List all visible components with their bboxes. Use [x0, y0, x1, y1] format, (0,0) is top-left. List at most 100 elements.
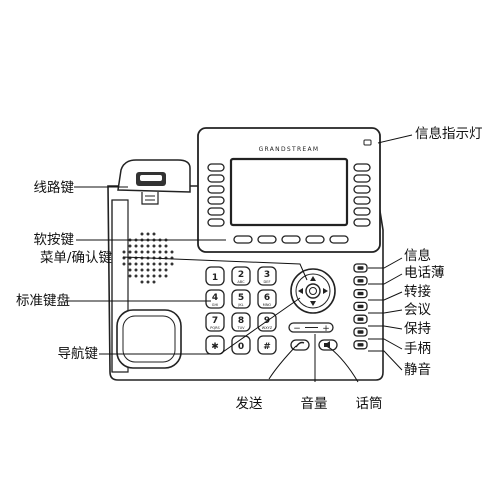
key-letters: WXYZ — [262, 326, 273, 330]
line-key-right[interactable] — [353, 207, 371, 216]
line-key-right[interactable] — [353, 196, 371, 205]
phonebook-button[interactable] — [353, 276, 368, 286]
keypad-key-star[interactable]: ✱ — [205, 335, 225, 355]
grille-hole — [164, 244, 168, 248]
label-message-indicator: 信息指示灯 — [415, 126, 483, 142]
mute-icon — [357, 343, 364, 347]
conference-icon — [357, 304, 364, 309]
label-soft-keys: 软按键 — [33, 232, 75, 248]
hold-button[interactable] — [353, 314, 368, 324]
grille-hole — [170, 250, 174, 254]
nav-down-icon[interactable] — [310, 301, 316, 306]
label-volume: 音量 — [300, 396, 328, 412]
menu-ok-button[interactable] — [305, 283, 321, 299]
handset-small-icon — [295, 341, 305, 348]
label-phonebook: 电话薄 — [404, 265, 445, 281]
key-digit: 6 — [264, 293, 270, 303]
soft-keys — [233, 235, 349, 244]
grille-hole — [140, 262, 144, 266]
soft-key[interactable] — [329, 235, 349, 244]
key-digit: 7 — [212, 316, 218, 326]
keypad-key-1[interactable]: 1 — [205, 266, 225, 286]
speaker-icon — [324, 341, 330, 349]
key-letters: GHI — [212, 303, 218, 307]
key-letters: PQRS — [210, 326, 220, 330]
nav-left-icon[interactable] — [298, 288, 303, 294]
phonebook-icon — [357, 279, 364, 283]
line-key-left[interactable] — [207, 185, 225, 194]
navigation-pad[interactable] — [290, 268, 336, 314]
grille-hole — [140, 232, 144, 236]
handset-hook — [117, 159, 191, 205]
grille-hole — [134, 244, 138, 248]
line-key-right[interactable] — [353, 174, 371, 183]
label-headset: 手柄 — [404, 341, 431, 357]
line-keys — [207, 163, 371, 227]
key-letters: TUV — [236, 326, 245, 330]
label-hold: 保持 — [404, 321, 431, 337]
nav-right-icon[interactable] — [323, 288, 328, 294]
line-key-left[interactable] — [207, 196, 225, 205]
key-letters: JKL — [237, 303, 243, 307]
label-conference: 会议 — [404, 302, 431, 318]
grille-hole — [134, 268, 138, 272]
volume-bar[interactable]: − + — [288, 322, 334, 334]
line-key-right[interactable] — [353, 185, 371, 194]
transfer-icon — [357, 291, 364, 296]
grille-hole — [164, 262, 168, 266]
label-menu-ok-key: 菜单/确认键 — [39, 250, 112, 266]
line-key-left[interactable] — [207, 163, 225, 172]
brand-logo: GRANDSTREAM — [259, 146, 320, 153]
grille-hole — [152, 274, 156, 278]
line-key-right[interactable] — [353, 218, 371, 227]
soft-key[interactable] — [257, 235, 277, 244]
message-icon — [357, 266, 364, 270]
grille-hole — [152, 244, 156, 248]
grille-hole — [128, 268, 132, 272]
grille-hole — [122, 250, 126, 254]
line-key-right[interactable] — [353, 163, 371, 172]
key-letters: ABC — [237, 280, 245, 284]
transfer-button[interactable] — [353, 288, 368, 299]
speakerphone-button[interactable] — [318, 339, 338, 351]
line-key-left[interactable] — [207, 174, 225, 183]
grille-hole — [140, 280, 144, 284]
volume-minus[interactable]: − — [293, 324, 301, 334]
grille-hole — [158, 274, 162, 278]
grille-hole — [128, 262, 132, 266]
grille-hole — [158, 262, 162, 266]
nav-up-icon[interactable] — [310, 276, 316, 281]
grille-hole — [146, 232, 150, 236]
key-letters: DEF — [264, 280, 271, 284]
label-message: 信息 — [404, 248, 431, 264]
soft-key[interactable] — [281, 235, 301, 244]
send-button[interactable] — [290, 339, 310, 351]
label-transfer: 转接 — [404, 284, 431, 300]
soft-key[interactable] — [305, 235, 325, 244]
grille-hole — [152, 268, 156, 272]
conference-button[interactable] — [353, 301, 368, 312]
headset-button[interactable] — [353, 327, 368, 337]
volume-plus[interactable]: + — [322, 324, 330, 334]
mute-button[interactable] — [353, 340, 368, 350]
grille-hole — [164, 250, 168, 254]
grille-hole — [146, 280, 150, 284]
keypad-key-hash[interactable]: # — [257, 335, 277, 355]
soft-key[interactable] — [233, 235, 253, 244]
message-button[interactable] — [353, 263, 368, 273]
line-key-left[interactable] — [207, 218, 225, 227]
line-key-left[interactable] — [207, 207, 225, 216]
grille-hole — [140, 244, 144, 248]
grille-hole — [152, 232, 156, 236]
grille-hole — [128, 244, 132, 248]
label-mute: 静音 — [404, 362, 431, 378]
